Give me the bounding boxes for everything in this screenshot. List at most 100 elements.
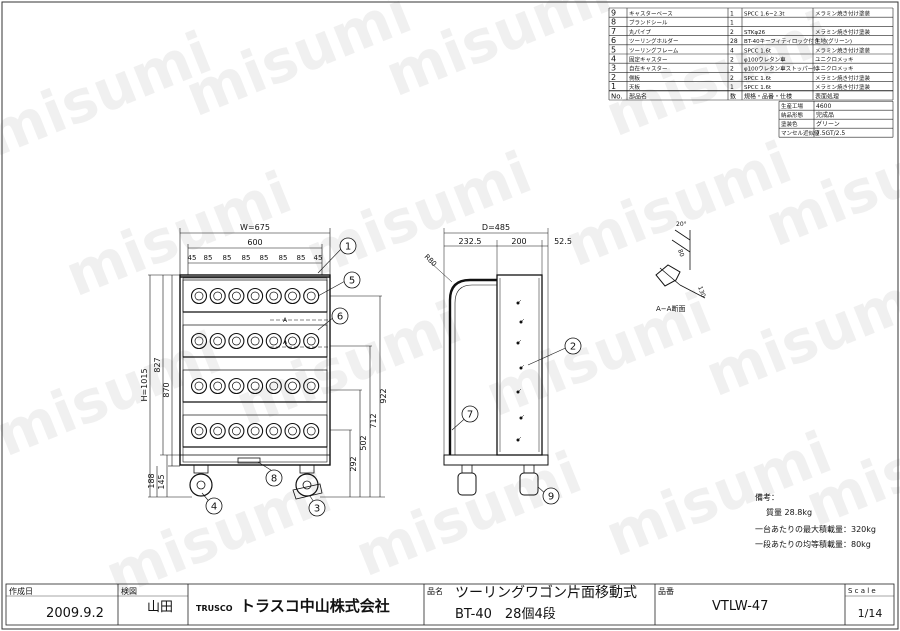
notes-title: 備考： [755,492,779,502]
balloon-label: 6 [337,312,343,323]
tool-holder [247,422,264,440]
tool-holder [209,377,226,395]
dim-height-712: 712 [369,413,378,428]
tool-holder [265,377,282,395]
info-value: 完成品 [816,111,834,119]
tool-holder [190,332,208,350]
handle-pipe [448,278,497,455]
part-name: 側板 [629,74,641,82]
dim-pitch: 45 [314,254,323,262]
part-no: 8 [611,18,616,27]
dim-height-145: 145 [157,474,166,489]
tool-holder [247,377,264,395]
section-view [655,229,706,299]
part-name: 丸パイプ [629,28,652,36]
dim-overall-width: W=675 [240,223,270,232]
tool-holder [265,332,282,350]
dim-pitch: 85 [223,254,232,262]
note-max-load: 一台あたりの最大積載量：320kg [755,524,876,534]
brand-seal [237,457,261,464]
product-spec: BT-40 28個4段 [455,607,556,622]
tool-holder [228,377,245,395]
dim-height-922: 922 [379,388,388,403]
parts-list-grid [608,7,894,101]
info-table-grid [778,100,894,138]
dim-pitch: 85 [260,254,269,262]
info-label: 生産工場 [781,102,804,110]
tool-holder [284,287,301,305]
header-qty: 数 [730,92,736,100]
tooling-frame [182,279,328,313]
tool-holder [228,422,245,440]
part-finish: ユニクロメッキ [815,66,854,73]
part-spec: STKφ26 [744,30,766,36]
note-avg-load: 一段あたりの均等積載量：80kg [755,539,871,549]
balloon-label: 9 [548,492,554,503]
balloon-1 [339,237,357,255]
part-spec: φ100ウレタン車ストッパー付 [744,65,819,73]
part-qty: 28 [730,38,738,45]
tool-holder [303,287,320,305]
tool-holder [190,422,208,440]
part-no: 7 [611,27,616,36]
part-label: 品番 [658,586,674,596]
part-name: 固定キャスター [629,56,668,64]
dim-side-52: 52.5 [554,237,572,246]
dim-pitch: 85 [242,254,251,262]
part-finish: 生地(グリーン) [815,37,852,45]
tool-holder [190,287,208,305]
tooling-frame [182,369,328,403]
part-name: キャスターベース [629,10,673,18]
part-finish: メラミン焼き付け塗装 [815,28,871,36]
balloon-2 [564,337,582,355]
tool-holder [209,422,226,440]
tool-holder [247,287,264,305]
brand-logo: TRUSCO [196,604,233,613]
info-value: グリーン [816,120,840,128]
part-spec: BT-40キーフィティロック付き [744,37,819,45]
tool-holder [228,332,245,350]
product-name: ツーリングワゴン片面移動式 [455,584,637,601]
part-name: ブランドシール [629,19,668,27]
info-value: 7.5GT/2.5 [816,130,845,137]
swivel-caster [292,464,323,500]
header-no: No. [611,92,623,100]
balloon-label: 3 [314,504,320,515]
part-spec: SPCC 1.6~2.3t [744,12,785,18]
part-spec: SPCC 1.6t [744,76,772,82]
side-holder-marks [516,299,525,442]
part-qty: 1 [730,20,734,27]
dim-pitch: 85 [297,254,306,262]
part-spec: SPCC 1.6t [744,85,772,91]
dim-height-188: 188 [147,473,156,488]
note-weight: 質量 28.8kg [766,507,812,517]
scale-value: 1/14 [858,607,883,620]
info-value: 4600 [816,103,831,110]
balloon-6 [331,307,349,325]
section-dim-130: 130 [696,285,707,298]
part-qty: 2 [730,29,734,36]
info-label: 納品形態 [781,111,804,119]
info-label: 塗装色 [781,120,798,128]
balloon-8 [265,469,283,487]
tool-holder [284,377,301,395]
part-spec: φ100ウレタン車 [744,56,786,64]
part-no: 3 [611,64,616,73]
part-finish: メラミン焼き付け塗装 [815,74,871,82]
part-qty: 2 [730,57,734,64]
section-mark-top: A [283,317,288,324]
tool-holder [284,332,301,350]
tool-holder [265,422,282,440]
header-finish: 表面処理 [815,92,839,100]
balloon-9 [542,487,560,505]
section-dim-80: 80 [676,248,685,258]
balloon-7 [461,405,479,423]
scale-label: S c a l e [848,587,876,595]
tool-holder [228,287,245,305]
section-mark-bottom: A [283,339,288,346]
tool-holder [284,422,301,440]
part-name: 天板 [629,83,641,91]
